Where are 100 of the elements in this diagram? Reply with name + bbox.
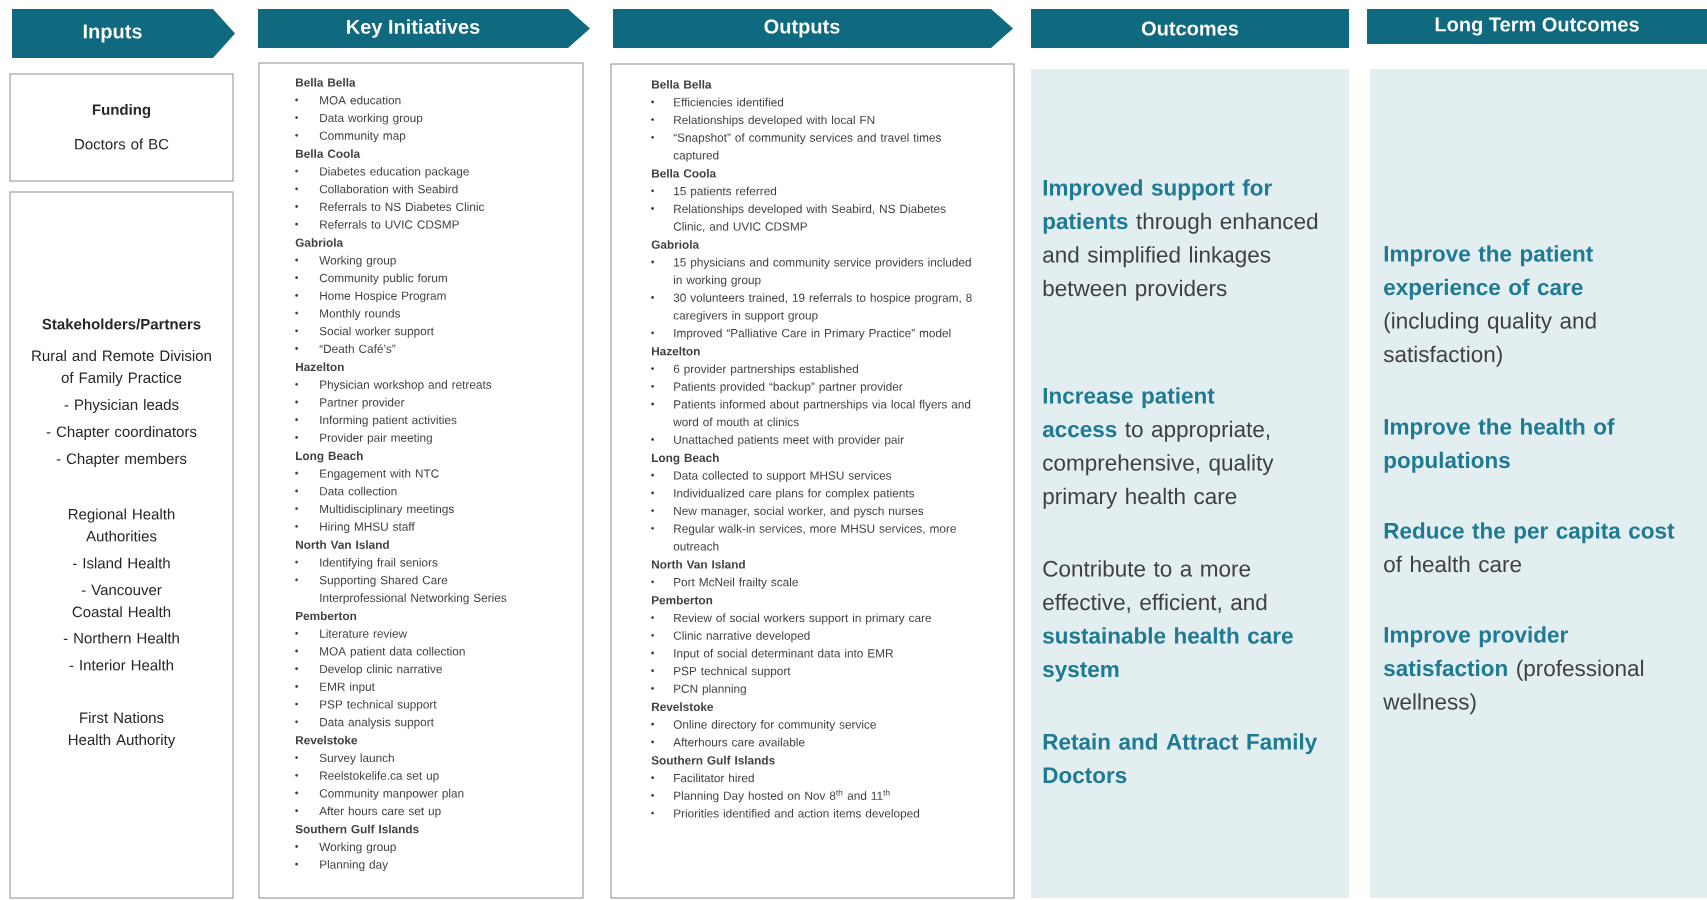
- bullet-item: Hiring MHSU staff: [295, 522, 415, 534]
- bullet-item: Data analysis support: [295, 717, 434, 729]
- bullet-item: New manager, social worker, and pysch nurses: [651, 506, 924, 518]
- bullet-item: PSP technical support: [651, 666, 791, 678]
- bullet-item: Working group: [295, 255, 396, 267]
- bullet-item: Regular walk-in services, more MHSU services, more outreach: [651, 524, 956, 551]
- bullet-item: Community map: [295, 131, 406, 143]
- bullet-item: Efficiencies identified: [651, 97, 784, 107]
- bullet-item: Priorities identified and action items developed: [651, 808, 919, 820]
- bullet-item: Input of social determinant data into EMR: [651, 648, 893, 660]
- bullet-item: Data collected to support MHSU services: [651, 471, 892, 483]
- box-text: - Interior Health: [69, 659, 174, 671]
- bullet-item: Informing patient activities: [295, 415, 457, 427]
- outcome-text: Increase patient access to appropriate, comprehensive, quality primary health care: [1042, 387, 1274, 509]
- list-box: [258, 62, 584, 899]
- bullet-item: Patients informed about partnerships via local flyers and word of mouth at clinics: [651, 399, 971, 427]
- bullet-item: Working group: [295, 842, 396, 854]
- bullet-item: 15 physicians and community service providers included in working group: [651, 257, 971, 287]
- section-heading: Revelstoke: [296, 735, 358, 745]
- bullet-item: Referrals to UVIC CDSMP: [295, 220, 459, 229]
- outcome-text: Reduce the per capita cost of health care: [1384, 522, 1675, 573]
- section-heading: North Van Island: [652, 559, 745, 569]
- box-heading: Stakeholders/Partners: [42, 318, 201, 330]
- section-heading: Pemberton: [652, 595, 713, 605]
- section-heading: North Van Island: [296, 540, 389, 549]
- box-text: Rural and Remote Division of Family Practice: [32, 350, 211, 386]
- outcome-text: Improve the health of populations: [1384, 418, 1615, 473]
- bullet-item: Identifying frail seniors: [295, 557, 438, 569]
- section-heading: Pemberton: [296, 611, 357, 621]
- bullet-item: Social worker support: [295, 326, 434, 338]
- list-box: [610, 63, 1015, 899]
- bullet-item: PSP technical support: [295, 699, 437, 711]
- box-text: First Nations Health Authority: [68, 712, 176, 748]
- bullet-item: Online directory for community service: [651, 720, 876, 732]
- bullet-item: Referrals to NS Diabetes Clinic: [295, 202, 485, 211]
- box-heading: Funding: [92, 104, 151, 119]
- bullet-item: Planning Day hosted on Nov 8$^{th}$ and 11$^{th}$: [651, 789, 890, 803]
- box-text: - Chapter coordinators: [46, 426, 197, 440]
- bullet-item: Port McNeil frailty scale: [651, 577, 798, 589]
- section-heading: Long Beach: [652, 453, 719, 465]
- outcome-text: Improved support for patients through enhanced and simplified linkages between providers: [1043, 179, 1318, 301]
- section-heading: Hazelton: [652, 346, 700, 356]
- outcome-text: Improve the patient experience of care (including quality and satisfaction): [1383, 245, 1596, 367]
- bullet-item: Monthly rounds: [295, 308, 401, 320]
- bullet-item: “Death Café’s”: [295, 344, 396, 353]
- bullet-item: 15 patients referred: [651, 186, 777, 198]
- box-text: - Island Health: [72, 557, 170, 569]
- bullet-item: MOA patient data collection: [295, 646, 465, 658]
- bullet-item: Diabetes education package: [295, 166, 469, 178]
- bullet-item: 30 volunteers trained, 19 referrals to hospice program, 8 caregivers in support group: [651, 293, 972, 322]
- box-text: - Northern Health: [63, 632, 179, 644]
- section-heading: Bella Bella: [296, 78, 356, 87]
- bullet-item: Physician workshop and retreats: [295, 380, 492, 392]
- box-text: - Vancouver Coastal Health: [72, 584, 171, 618]
- bullet-item: Collaboration with Seabird: [295, 184, 458, 194]
- outcome-text: Improve provider satisfaction (professional wellness): [1383, 626, 1644, 715]
- section-heading: Bella Coola: [652, 168, 717, 178]
- bullet-item: Engagement with NTC: [295, 469, 439, 481]
- section-heading: Gabriola: [651, 240, 700, 249]
- bullet-item: Community manpower plan: [295, 788, 464, 800]
- box-text: Doctors of BC: [75, 138, 169, 150]
- header-banner: Key Initiatives: [258, 9, 590, 48]
- bullet-item: Community public forum: [295, 273, 447, 285]
- bullet-item: Partner provider: [295, 397, 405, 409]
- outcome-text: Contribute to a more effective, efficient, and sustainable health care system: [1043, 560, 1293, 682]
- section-heading: Bella Coola: [296, 149, 361, 158]
- section-heading: Bella Bella: [652, 80, 712, 89]
- bullet-item: MOA education: [295, 95, 401, 105]
- bullet-item: Data collection: [295, 486, 397, 496]
- section-heading: Gabriola: [295, 238, 344, 247]
- bullet-item: After hours care set up: [295, 806, 441, 818]
- bullet-item: Review of social workers support in primary care: [651, 613, 931, 625]
- bullet-item: Individualized care plans for complex patients: [651, 488, 915, 500]
- header-banner: Inputs: [12, 9, 235, 58]
- bullet-item: Facilitator hired: [651, 773, 754, 783]
- bullet-item: Literature review: [295, 629, 408, 638]
- bullet-item: 6 provider partnerships established: [651, 364, 859, 376]
- bullet-item: Reelstokelife.ca set up: [295, 771, 439, 783]
- bullet-item: Clinic narrative developed: [651, 631, 810, 643]
- bullet-item: EMR input: [295, 682, 375, 694]
- bullet-item: Supporting Shared Care Interprofessional Networking Series: [295, 575, 507, 605]
- section-heading: Hazelton: [296, 362, 344, 372]
- bullet-item: Afterhours care available: [651, 737, 805, 747]
- header-bar: Outcomes: [1031, 9, 1349, 48]
- bullet-item: Data working group: [295, 113, 423, 125]
- bullet-item: Home Hospice Program: [295, 291, 446, 303]
- bullet-item: Improved “Palliative Care in Primary Practice” model: [651, 328, 951, 340]
- header-banner: Outputs: [613, 9, 1013, 48]
- box-text: - Chapter members: [56, 453, 187, 467]
- bullet-item: Patients provided “backup” partner provider: [651, 382, 903, 394]
- bullet-item: Unattached patients meet with provider pair: [651, 435, 904, 447]
- header-bar: Long Term Outcomes: [1367, 9, 1707, 44]
- box-text: Regional Health Authorities: [68, 508, 175, 542]
- bullet-item: Survey launch: [295, 753, 394, 765]
- section-heading: Long Beach: [296, 451, 363, 463]
- bullet-item: Develop clinic narrative: [295, 664, 442, 676]
- bullet-item: PCN planning: [651, 684, 746, 696]
- bullet-item: Planning day: [295, 860, 389, 872]
- section-heading: Southern Gulf Islands: [651, 755, 775, 765]
- bullet-item: Provider pair meeting: [295, 433, 432, 445]
